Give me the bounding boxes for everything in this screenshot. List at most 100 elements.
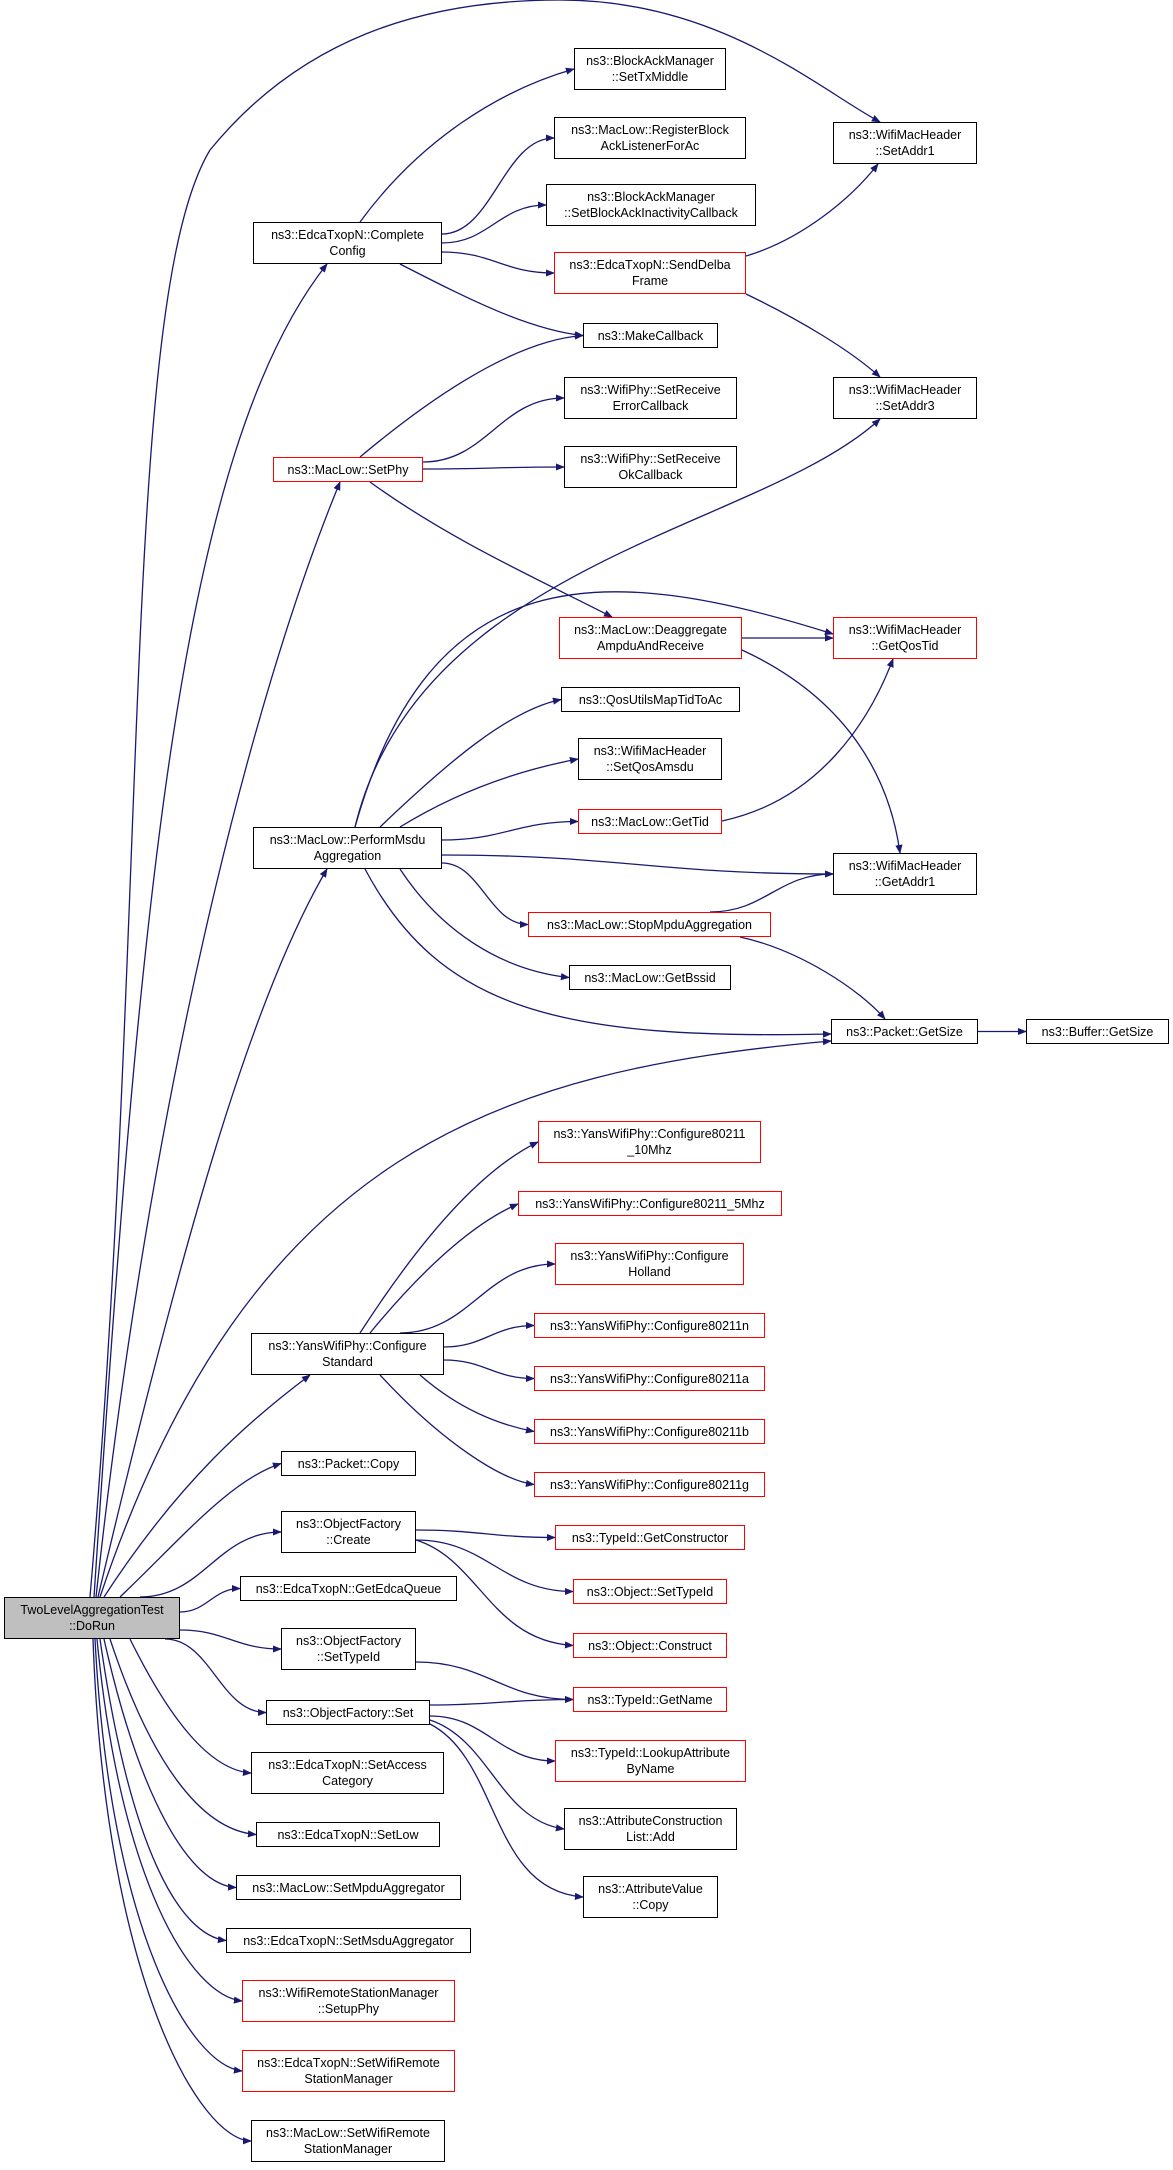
node-configure-80211g[interactable]: ns3::YansWifiPhy::Configure80211g [534,1472,765,1497]
node-set-tx-middle[interactable]: ns3::BlockAckManager ::SetTxMiddle [574,48,726,90]
node-maclow-set-wifi-remote-station-manager[interactable]: ns3::MacLow::SetWifiRemote StationManage… [251,2120,445,2162]
node-set-qos-amsdu[interactable]: ns3::WifiMacHeader ::SetQosAmsdu [578,738,722,780]
node-deaggregate-ampdu[interactable]: ns3::MacLow::Deaggregate AmpduAndReceive [559,617,742,659]
edge-stop-mpdu-aggregation--get-addr1 [709,870,834,913]
edge-complete-config--send-delba-frame [441,251,555,277]
edge-perform-msdu-aggregation--get-tid [441,817,579,841]
edge-perform-msdu-aggregation--get-addr1 [441,854,834,878]
node-stop-mpdu-aggregation[interactable]: ns3::MacLow::StopMpduAggregation [528,912,771,937]
edge-root--configure-standard [103,1374,311,1598]
node-register-block-ack-listener[interactable]: ns3::MacLow::RegisterBlock AckListenerFo… [554,117,746,159]
node-make-callback[interactable]: ns3::MakeCallback [583,323,718,348]
edge-root--set-access-category [129,1638,252,1776]
edge-perform-msdu-aggregation--stop-mpdu-aggregation [441,862,529,929]
edge-stop-mpdu-aggregation--packet-get-size [739,936,886,1020]
node-get-bssid[interactable]: ns3::MacLow::GetBssid [569,965,731,990]
node-lookup-attribute-by-name[interactable]: ns3::TypeId::LookupAttribute ByName [555,1740,746,1782]
edge-configure-standard--configure-10mhz [359,1141,539,1334]
node-configure-80211b[interactable]: ns3::YansWifiPhy::Configure80211b [534,1419,765,1444]
edge-configure-standard--configure-80211a [443,1359,535,1383]
edge-objectfactory-set-typeid--typeid-get-name [415,1661,574,1704]
edge-send-delba-frame--set-addr1 [745,163,879,257]
edge-root--set-mpdu-aggregator [103,1638,237,1891]
edge-complete-config--make-callback [399,263,584,339]
edge-objectfactory-set--typeid-get-name [429,1695,574,1706]
edge-root--objectfactory-set [164,1638,267,1717]
node-packet-get-size[interactable]: ns3::Packet::GetSize [831,1019,978,1044]
node-send-delba-frame[interactable]: ns3::EdcaTxopN::SendDelba Frame [554,252,746,294]
node-set-mpdu-aggregator[interactable]: ns3::MacLow::SetMpduAggregator [236,1875,461,1900]
edge-set-phy--set-receive-ok-callback [422,463,565,471]
edge-set-phy--make-callback [359,332,584,458]
node-configure-5mhz[interactable]: ns3::YansWifiPhy::Configure80211_5Mhz [518,1191,782,1216]
node-perform-msdu-aggregation[interactable]: ns3::MacLow::PerformMsdu Aggregation [253,827,442,869]
edge-root--setup-phy [96,1638,243,2004]
node-configure-80211n[interactable]: ns3::YansWifiPhy::Configure80211n [534,1313,765,1338]
node-qos-utils-map-tid-to-ac[interactable]: ns3::QosUtilsMapTidToAc [561,687,740,712]
node-objectfactory-set-typeid[interactable]: ns3::ObjectFactory ::SetTypeId [281,1628,416,1670]
edge-perform-msdu-aggregation--set-addr3 [354,418,881,828]
edge-complete-config--register-block-ack-listener [441,134,555,235]
node-set-phy[interactable]: ns3::MacLow::SetPhy [273,457,423,482]
node-get-tid[interactable]: ns3::MacLow::GetTid [578,809,722,834]
node-configure-10mhz[interactable]: ns3::YansWifiPhy::Configure80211 _10Mhz [538,1121,761,1163]
edge-root--set-addr1-upper [209,0,881,151]
edge-root--set-addr1 [89,149,211,1598]
edge-set-phy--deaggregate-ampdu [369,481,613,618]
edge-objectfactory-set--lookup-attribute-by-name [429,1715,556,1765]
edge-complete-config--set-block-ack-inactivity-callback [441,201,547,244]
node-get-qos-tid[interactable]: ns3::WifiMacHeader ::GetQosTid [833,617,977,659]
node-typeid-get-name[interactable]: ns3::TypeId::GetName [573,1687,727,1712]
node-set-block-ack-inactivity-callback[interactable]: ns3::BlockAckManager ::SetBlockAckInacti… [546,184,756,226]
node-set-access-category[interactable]: ns3::EdcaTxopN::SetAccess Category [251,1752,444,1794]
node-get-edca-queue[interactable]: ns3::EdcaTxopN::GetEdcaQueue [240,1576,457,1601]
edge-configure-standard--configure-5mhz [369,1203,519,1334]
edge-root--objectfactory-create [139,1528,282,1598]
node-setup-phy[interactable]: ns3::WifiRemoteStationManager ::SetupPhy [242,1980,455,2022]
node-objectfactory-create[interactable]: ns3::ObjectFactory ::Create [281,1511,416,1553]
edge-perform-msdu-aggregation--set-qos-amsdu [399,756,579,828]
node-configure-standard[interactable]: ns3::YansWifiPhy::Configure Standard [251,1333,444,1375]
edge-configure-standard--configure-holland [399,1260,556,1334]
edge-root--complete-config [93,263,328,1598]
edge-deaggregate-ampdu--get-addr1 [741,649,903,854]
edge-root--packet-get-size [99,1038,832,1598]
node-buffer-get-size[interactable]: ns3::Buffer::GetSize [1026,1019,1169,1044]
edge-root--perform-msdu-aggregation [97,868,328,1598]
edge-configure-standard--configure-80211b [419,1374,535,1434]
node-object-set-typeid[interactable]: ns3::Object::SetTypeId [573,1579,727,1604]
node-set-receive-error-callback[interactable]: ns3::WifiPhy::SetReceive ErrorCallback [564,377,737,419]
node-configure-holland[interactable]: ns3::YansWifiPhy::Configure Holland [555,1243,744,1285]
edge-perform-msdu-aggregation--qos-utils-map-tid-to-ac [379,697,562,828]
node-typeid-get-constructor[interactable]: ns3::TypeId::GetConstructor [555,1525,745,1550]
node-set-receive-ok-callback[interactable]: ns3::WifiPhy::SetReceive OkCallback [564,446,737,488]
edge-objectfactory-set--attribute-value-copy [429,1723,584,1900]
edge-root--edca-set-wifi-remote-station-manager [94,1638,243,2074]
edge-configure-standard--configure-80211g [379,1374,535,1487]
edge-root--objectfactory-set-typeid [179,1629,282,1653]
node-set-addr3[interactable]: ns3::WifiMacHeader ::SetAddr3 [833,377,977,419]
edge-send-delba-frame--set-addr3 [745,293,881,378]
node-get-addr1[interactable]: ns3::WifiMacHeader ::GetAddr1 [833,853,977,895]
node-configure-80211a[interactable]: ns3::YansWifiPhy::Configure80211a [534,1366,765,1391]
node-objectfactory-set[interactable]: ns3::ObjectFactory::Set [266,1700,430,1725]
edge-root--set-msdu-aggregator [99,1638,227,1944]
edge-root--set-low [109,1638,257,1838]
node-complete-config[interactable]: ns3::EdcaTxopN::Complete Config [253,222,442,264]
node-root[interactable]: TwoLevelAggregationTest ::DoRun [4,1597,180,1639]
node-packet-copy[interactable]: ns3::Packet::Copy [281,1451,416,1476]
node-set-addr1[interactable]: ns3::WifiMacHeader ::SetAddr1 [833,122,977,164]
node-set-msdu-aggregator[interactable]: ns3::EdcaTxopN::SetMsduAggregator [226,1928,471,1953]
edge-complete-config--set-tx-middle [359,67,575,223]
node-set-low[interactable]: ns3::EdcaTxopN::SetLow [256,1822,440,1847]
edge-perform-msdu-aggregation--packet-get-size [364,868,832,1038]
node-object-construct[interactable]: ns3::Object::Construct [573,1633,727,1658]
node-edca-set-wifi-remote-station-manager[interactable]: ns3::EdcaTxopN::SetWifiRemote StationMan… [242,2050,455,2092]
edge-objectfactory-create--object-construct [415,1539,574,1649]
edge-set-phy--set-receive-error-callback [422,394,565,463]
node-attribute-value-copy[interactable]: ns3::AttributeValue ::Copy [583,1876,718,1918]
node-attribute-construction-list-add[interactable]: ns3::AttributeConstruction List::Add [564,1808,737,1850]
edge-root--set-phy [95,481,341,1598]
